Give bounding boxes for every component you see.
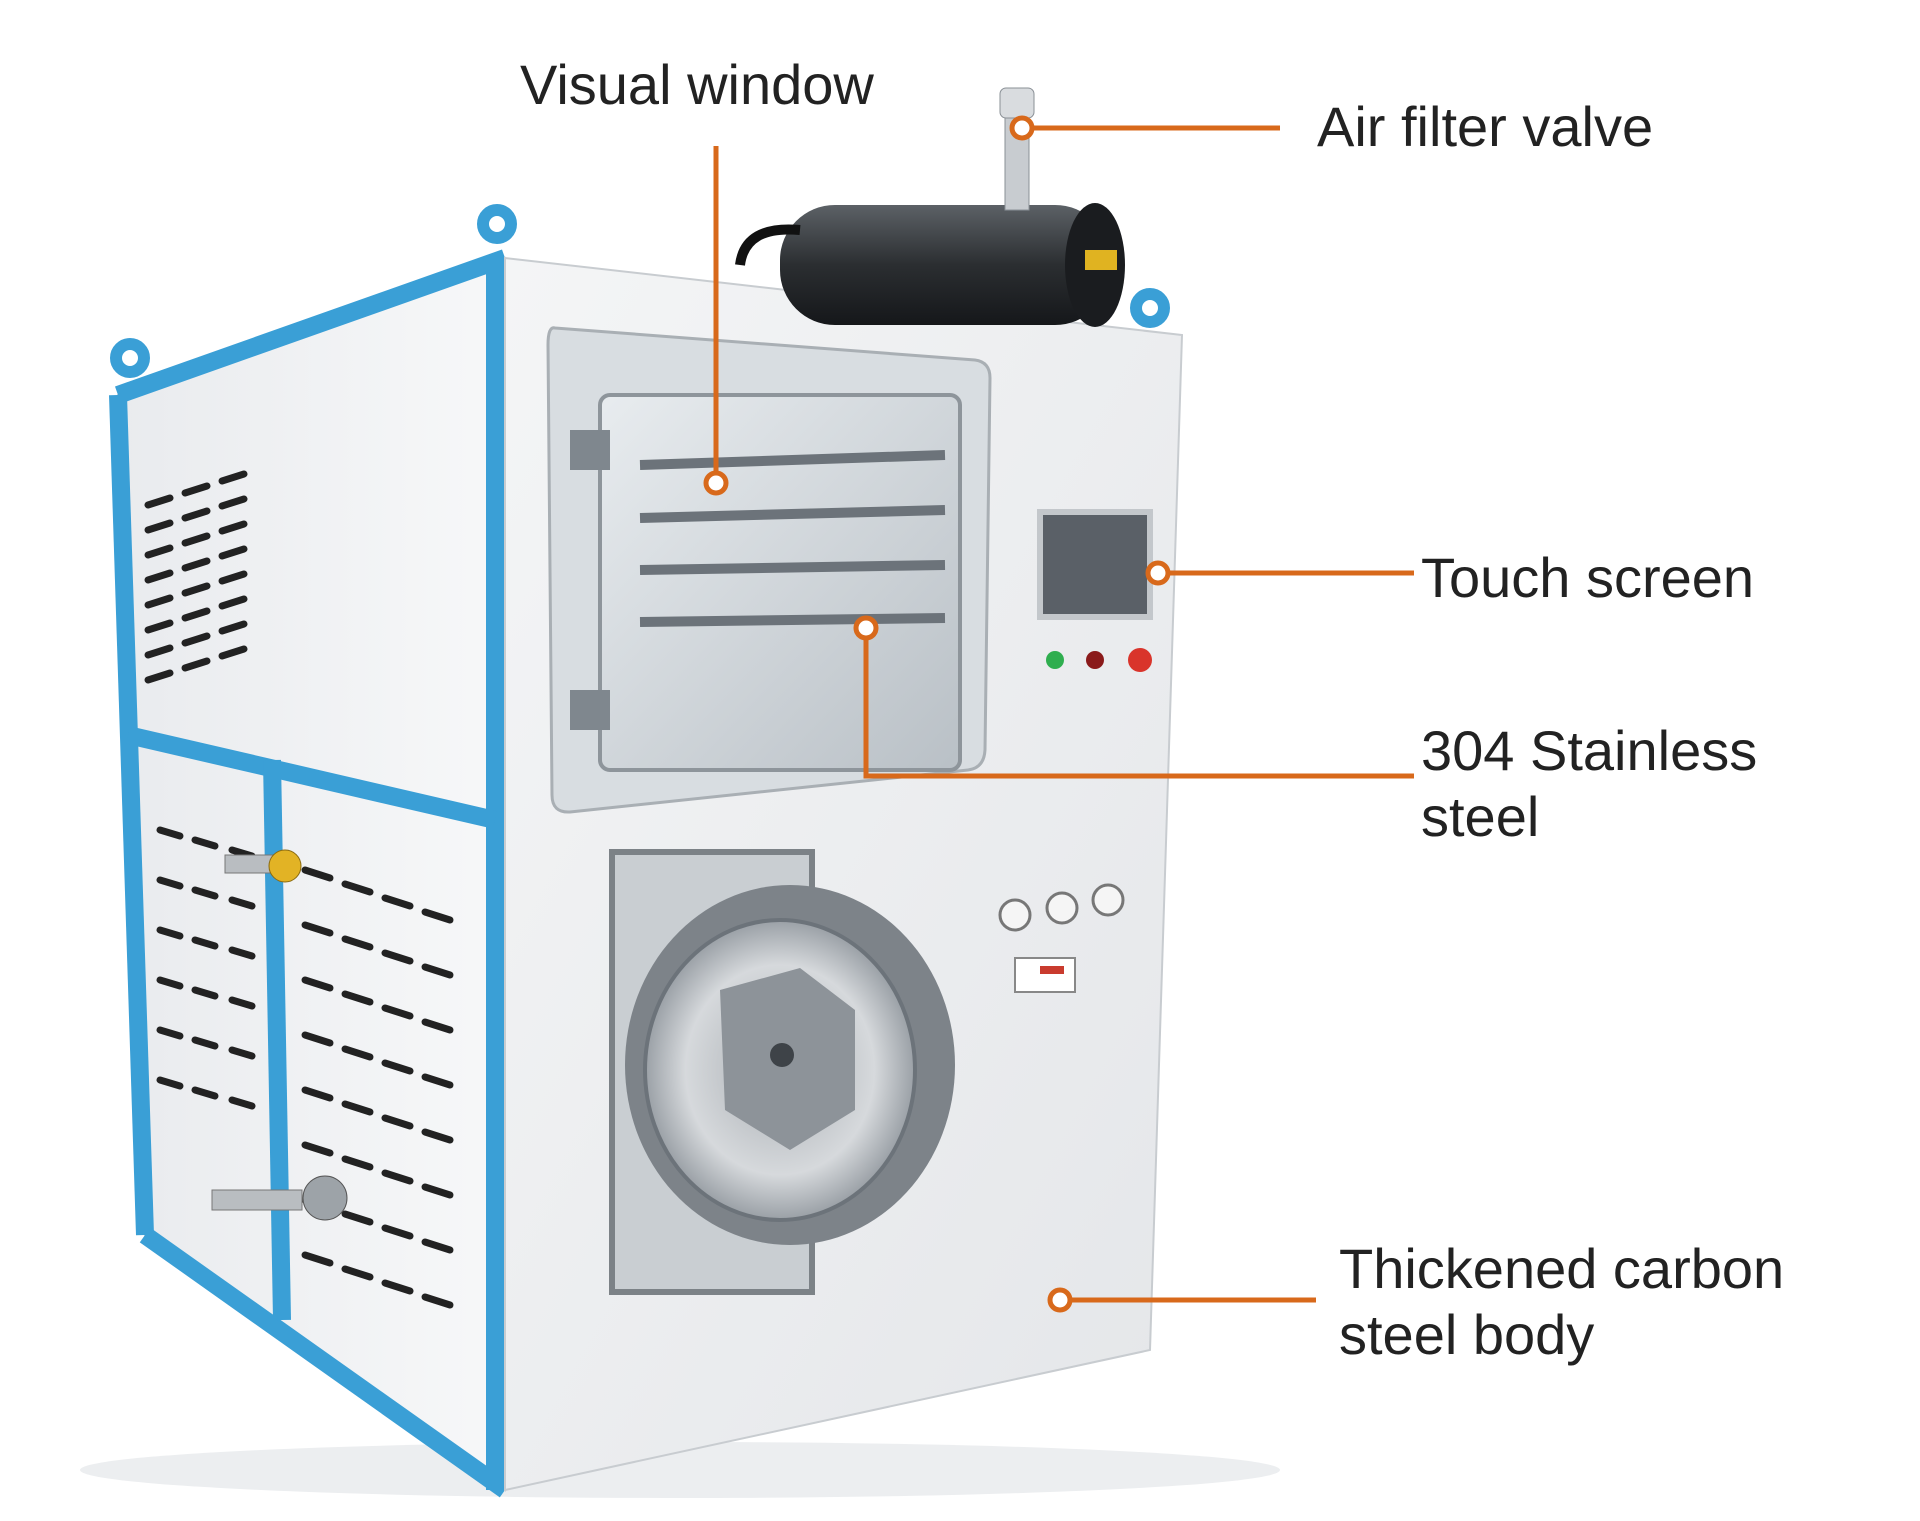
label-touch-screen: Touch screen	[1421, 546, 1755, 609]
label-carbon-line-1: Thickened carbon	[1339, 1237, 1785, 1300]
label-304-stainless-steel: 304 Stainless steel	[1421, 718, 1757, 850]
lifting-lugs	[110, 204, 1170, 378]
side-panel	[109, 204, 1170, 1498]
blue-frame	[109, 249, 511, 1498]
vacuum-pump	[735, 87, 1125, 327]
chamber-hinges	[570, 430, 610, 730]
leader-endpoints	[703, 115, 1171, 1313]
switch-panel	[1014, 957, 1076, 993]
dot-air-filter	[1009, 115, 1035, 141]
emergency-stop-icon	[1128, 648, 1152, 672]
lower-vents	[156, 826, 454, 1309]
dot-carbon-body	[1047, 1287, 1073, 1313]
label-304-line-1: 304 Stainless	[1421, 719, 1758, 782]
label-carbon-steel-body: Thickened carbon steel body	[1339, 1236, 1784, 1368]
leader-lines	[713, 125, 1414, 1303]
touch-screen	[1037, 509, 1153, 620]
ground-shadow	[80, 1442, 1280, 1498]
leader-stainless	[863, 628, 1414, 779]
switch-indicator	[1040, 966, 1064, 974]
acrylic-chamber	[598, 393, 962, 772]
condenser-hole	[770, 1043, 794, 1067]
dot-visual-window	[703, 470, 729, 496]
front-panel	[504, 256, 1184, 1492]
label-304-line-2: steel	[1421, 785, 1540, 848]
label-carbon-line-2: steel body	[1339, 1303, 1595, 1366]
pressure-gauges	[998, 883, 1125, 932]
label-visual-window: Visual window	[520, 53, 874, 116]
side-valves	[211, 849, 348, 1221]
dark-red-button-icon	[1086, 651, 1104, 669]
label-air-filter-valve: Air filter valve	[1317, 95, 1654, 158]
shelves	[639, 450, 946, 627]
dot-touch-screen	[1145, 560, 1171, 586]
green-button-icon	[1046, 651, 1064, 669]
dot-stainless	[853, 615, 879, 641]
upper-vents	[144, 470, 248, 684]
